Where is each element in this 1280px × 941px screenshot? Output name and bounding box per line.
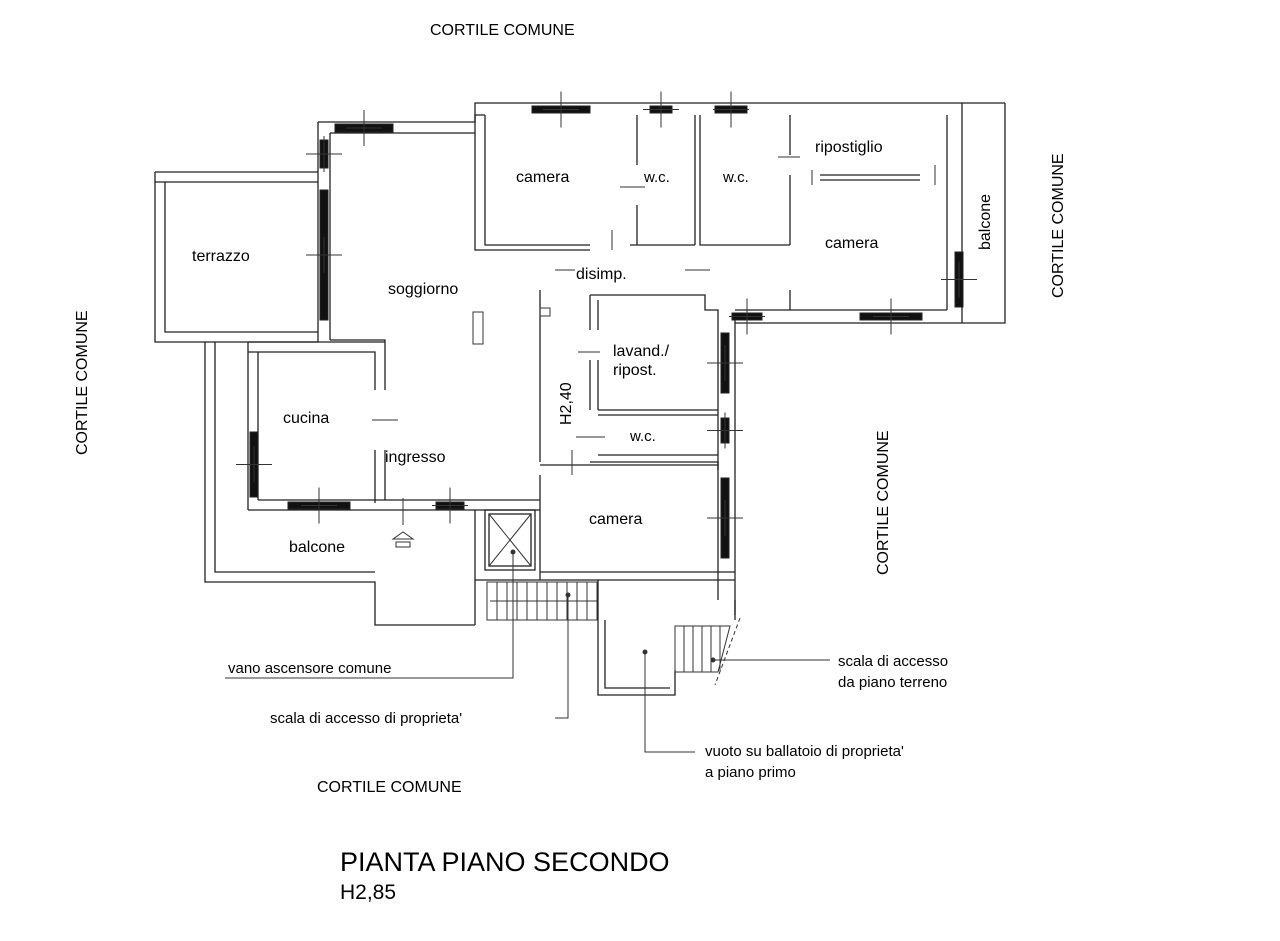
room-camera-3: camera [589,511,642,528]
annotation-ground-stairs-1: scala di accesso [838,653,948,670]
column [539,307,551,317]
room-wc-2: w.c. [722,169,749,186]
column [472,311,484,345]
wall-segment [474,133,590,251]
walls [154,102,1006,696]
room-wc-1: w.c. [643,169,670,186]
private-staircase [486,581,598,621]
wall-segment [604,620,670,689]
plan-title: PIANTA PIANO SECONDO [340,847,670,877]
wall-segment [597,580,676,696]
annotation-void-2: a piano primo [705,764,796,781]
wall-segment [590,461,719,470]
room-lavanderia-line2: ripost. [613,362,657,379]
entrance-arrow-icon [391,531,415,548]
wall-segment [484,115,590,246]
room-terrazzo: terrazzo [192,248,250,265]
room-ripostiglio: ripostiglio [815,139,883,156]
plan-height: H2,85 [340,881,396,904]
room-soggiorno: soggiorno [388,281,458,298]
stair-cut-line [714,617,741,686]
wall-segment [204,342,475,626]
wall-segment [214,342,375,573]
room-balcone-bottom: balcone [289,539,345,556]
room-lavanderia-line1: lavand./ [613,343,670,360]
label-cortile-top: CORTILE COMUNE [430,22,575,39]
windows [236,91,977,559]
annotation-void-1: vuoto su ballatoio di proprieta' [705,743,904,760]
room-balcone-right: balcone [977,194,994,250]
wall-segment [248,351,376,390]
elevator-shaft [484,509,536,571]
leader-lines [225,549,830,753]
room-cucina: cucina [283,410,329,427]
wall-segment [590,294,719,330]
room-camera-1: camera [516,169,569,186]
wall-segment [699,115,790,246]
room-camera-2: camera [825,235,878,252]
height-label-h240: H2,40 [558,382,575,425]
wall-segment [164,182,318,333]
label-cortile-right-middle: CORTILE COMUNE [875,430,892,575]
room-ingresso: ingresso [385,449,446,466]
label-cortile-left: CORTILE COMUNE [74,310,91,455]
room-disimpegno: disimp. [576,266,627,283]
annotation-ground-stairs-2: da piano terreno [838,674,947,691]
room-wc-3: w.c. [629,428,656,445]
annotation-elevator: vano ascensore comune [228,660,391,677]
wall-segment [318,102,1005,123]
stair-outline [674,625,731,673]
annotation-private-stairs: scala di accesso di proprieta' [270,710,462,727]
wall-segment [330,114,485,134]
wall-segment [962,103,1006,324]
label-cortile-right-top: CORTILE COMUNE [1050,153,1067,298]
ground-floor-staircase [674,617,741,686]
wall-segment [330,339,386,390]
label-cortile-bottom: CORTILE COMUNE [317,779,462,796]
